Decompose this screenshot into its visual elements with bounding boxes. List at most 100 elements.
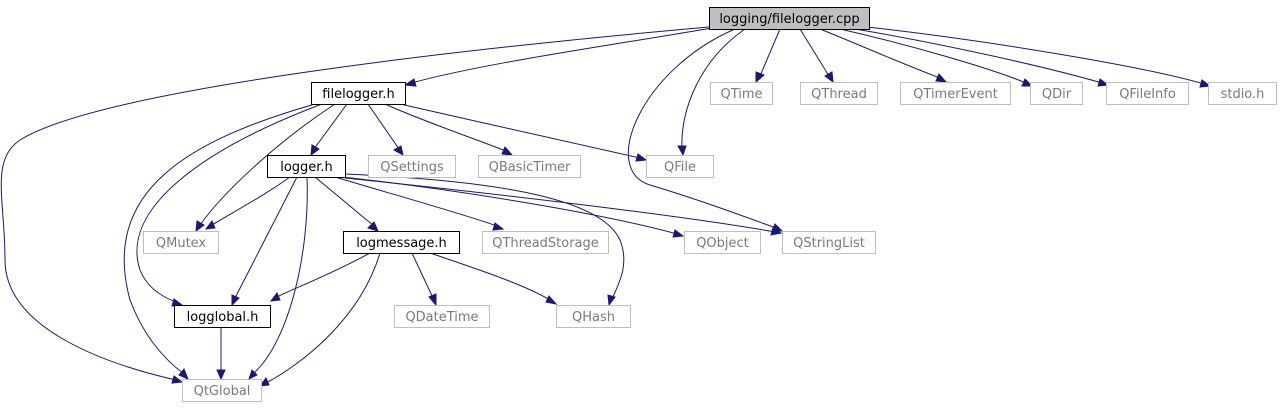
- node-logmessage-h[interactable]: logmessage.h: [343, 231, 460, 254]
- node-box: [782, 231, 876, 254]
- node-label: QFile: [664, 160, 696, 175]
- node-box: [1106, 82, 1189, 105]
- node-label: QDir: [1042, 87, 1072, 102]
- edge-root-to-qthread: [799, 28, 834, 84]
- arrowhead: [428, 293, 437, 307]
- node-label: QBasicTimer: [489, 160, 571, 175]
- edge-line: [199, 103, 336, 226]
- edge-line: [819, 28, 941, 79]
- edge-root-to-qtglobal: [0, 26, 710, 384]
- arrowhead: [824, 71, 834, 84]
- arrowhead: [403, 78, 417, 87]
- node-filelogger-h[interactable]: filelogger.h: [311, 82, 406, 105]
- edge-root-to-qtimerevent: [819, 28, 948, 83]
- edge-root-to-qfile: [677, 28, 746, 157]
- node-root[interactable]: logging/filelogger.cpp: [709, 7, 870, 30]
- node-box: [182, 379, 262, 402]
- arrowhead: [935, 73, 948, 83]
- node-stdio: stdio.h: [1208, 82, 1277, 105]
- node-qthreadstorage: QThreadStorage: [482, 231, 609, 254]
- node-qfile: QFile: [646, 155, 714, 178]
- edge-logger_h-to-qstringlist: [344, 177, 783, 236]
- node-box: [1030, 82, 1083, 105]
- edge-line: [799, 28, 830, 77]
- edge-line: [344, 177, 776, 233]
- arrowhead: [310, 144, 320, 157]
- node-label: QFileInfo: [1119, 87, 1176, 102]
- arrowhead: [216, 369, 226, 381]
- edge-line: [344, 173, 625, 300]
- node-box: [684, 231, 761, 254]
- arrowhead: [171, 298, 184, 307]
- arrowhead: [545, 295, 558, 305]
- edge-logmessage_h-to-qtglobal: [258, 252, 381, 387]
- node-qhash: QHash: [556, 305, 631, 328]
- node-qobject: QObject: [684, 231, 761, 254]
- node-box: [646, 155, 714, 178]
- edge-filelogger_h-to-qtglobal: [123, 103, 316, 380]
- node-label: QtGlobal: [194, 384, 251, 399]
- node-qsettings: QSettings: [368, 155, 456, 178]
- edge-line: [681, 28, 746, 150]
- node-logger-h[interactable]: logger.h: [267, 155, 346, 178]
- arrowhead: [607, 294, 616, 307]
- node-qtglobal: QtGlobal: [182, 379, 262, 402]
- edge-line: [334, 176, 498, 227]
- node-box: [368, 155, 456, 178]
- edge-logmessage_h-to-qhash: [429, 252, 558, 305]
- node-qthread: QThread: [800, 82, 878, 105]
- node-qdatetime: QDateTime: [394, 305, 490, 328]
- arrowhead: [231, 294, 240, 307]
- edge-root-to-stdio: [866, 26, 1212, 88]
- edge-logger_h-to-qhash: [344, 173, 625, 307]
- edge-line: [253, 176, 308, 374]
- node-box: [143, 231, 219, 254]
- edge-line: [404, 27, 713, 86]
- node-label: QHash: [572, 310, 615, 325]
- node-box: [478, 155, 581, 178]
- edges-layer: [0, 26, 1212, 387]
- edge-line: [265, 252, 381, 384]
- edge-logmessage_h-to-qdatetime: [411, 252, 437, 307]
- arrowhead: [171, 375, 184, 384]
- edge-logger_h-to-logglobal_h: [231, 176, 298, 307]
- node-box: [710, 82, 773, 105]
- edge-filelogger_h-to-qmutex: [195, 103, 336, 233]
- node-label: QSettings: [380, 160, 444, 175]
- arrowhead: [392, 145, 404, 156]
- node-box: [800, 82, 878, 105]
- edge-line: [211, 176, 291, 226]
- node-box: [343, 231, 460, 254]
- arrowhead: [672, 229, 685, 238]
- node-qstringlist: QStringList: [782, 231, 876, 254]
- edge-logger_h-to-qtglobal: [248, 176, 308, 380]
- edge-line: [399, 103, 641, 159]
- node-box: [267, 155, 346, 178]
- node-box: [556, 305, 631, 328]
- edge-filelogger_h-to-logger_h: [310, 103, 348, 157]
- edge-line: [367, 103, 400, 150]
- edge-line: [759, 28, 781, 77]
- edge-line: [276, 252, 371, 298]
- node-qbasictimer: QBasicTimer: [478, 155, 581, 178]
- node-label: stdio.h: [1221, 87, 1265, 102]
- node-label: QThread: [811, 87, 867, 102]
- arrowhead: [492, 222, 505, 231]
- edge-line: [341, 176, 678, 235]
- node-label: QTimerEvent: [913, 87, 998, 102]
- edge-line: [384, 103, 507, 152]
- arrowhead: [755, 71, 765, 84]
- edge-logmessage_h-to-logglobal_h: [269, 252, 371, 302]
- node-box: [709, 7, 870, 30]
- node-qmutex: QMutex: [143, 231, 219, 254]
- edge-line: [627, 28, 777, 229]
- edge-line: [0, 26, 710, 381]
- arrowhead: [248, 369, 258, 380]
- edge-root-to-filelogger_h: [403, 27, 713, 87]
- edge-line: [429, 252, 551, 301]
- arrowhead: [1097, 78, 1110, 87]
- edge-line: [866, 26, 1205, 85]
- node-logglobal-h[interactable]: logglobal.h: [174, 305, 271, 328]
